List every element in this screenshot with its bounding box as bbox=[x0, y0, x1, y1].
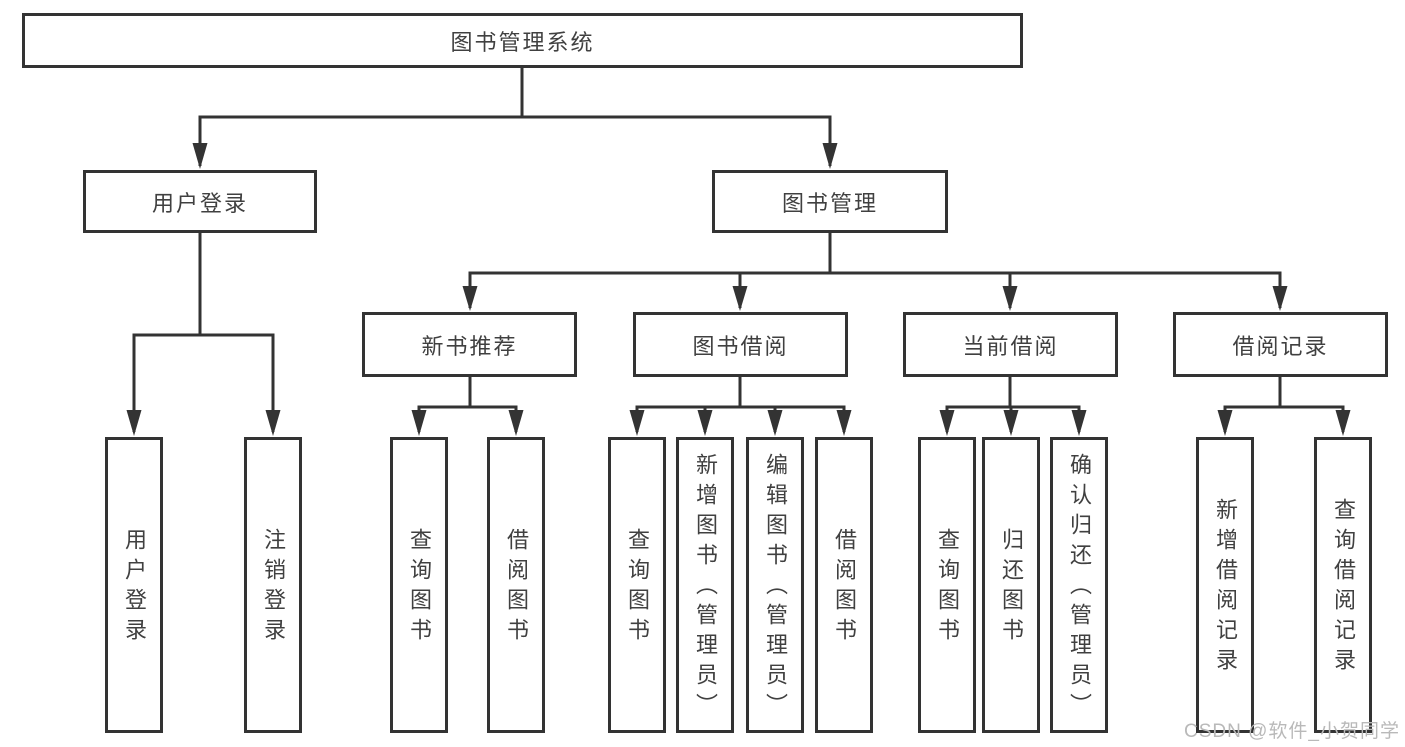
node-user-login-branch: 用户登录 bbox=[83, 170, 317, 233]
node-leaf-query-books-recommend: 查询图书 bbox=[390, 437, 448, 733]
node-leaf-borrow-books-recommend: 借阅图书 bbox=[487, 437, 545, 733]
node-book-borrow: 图书借阅 bbox=[633, 312, 848, 377]
node-leaf-logout: 注销登录 bbox=[244, 437, 302, 733]
connector-borrow-to-leaves bbox=[629, 377, 852, 436]
node-borrow-records: 借阅记录 bbox=[1173, 312, 1388, 377]
connector-login-to-leaves bbox=[126, 233, 281, 436]
node-new-book-recommend: 新书推荐 bbox=[362, 312, 577, 377]
node-leaf-confirm-return-admin: 确认归还（管理员） bbox=[1050, 437, 1108, 733]
connector-records-to-leaves bbox=[1217, 377, 1351, 436]
connector-current-to-leaves bbox=[939, 377, 1087, 436]
csdn-watermark: CSDN @软件_小贺同学 bbox=[1184, 721, 1400, 742]
node-leaf-query-borrow-record: 查询借阅记录 bbox=[1314, 437, 1372, 733]
node-book-management-branch: 图书管理 bbox=[712, 170, 948, 233]
node-leaf-edit-book-admin: 编辑图书（管理员） bbox=[746, 437, 804, 733]
node-leaf-borrow-books: 借阅图书 bbox=[815, 437, 873, 733]
node-system-root: 图书管理系统 bbox=[22, 13, 1023, 68]
node-leaf-user-login: 用户登录 bbox=[105, 437, 163, 733]
node-leaf-return-book: 归还图书 bbox=[982, 437, 1040, 733]
node-current-borrow: 当前借阅 bbox=[903, 312, 1118, 377]
node-leaf-query-books-current: 查询图书 bbox=[918, 437, 976, 733]
connector-root-to-branches bbox=[192, 68, 838, 169]
node-leaf-add-borrow-record: 新增借阅记录 bbox=[1196, 437, 1254, 733]
node-leaf-add-book-admin: 新增图书（管理员） bbox=[676, 437, 734, 733]
connector-manage-to-sections bbox=[462, 233, 1288, 311]
node-leaf-query-books-borrow: 查询图书 bbox=[608, 437, 666, 733]
connector-recommend-to-leaves bbox=[411, 377, 524, 436]
